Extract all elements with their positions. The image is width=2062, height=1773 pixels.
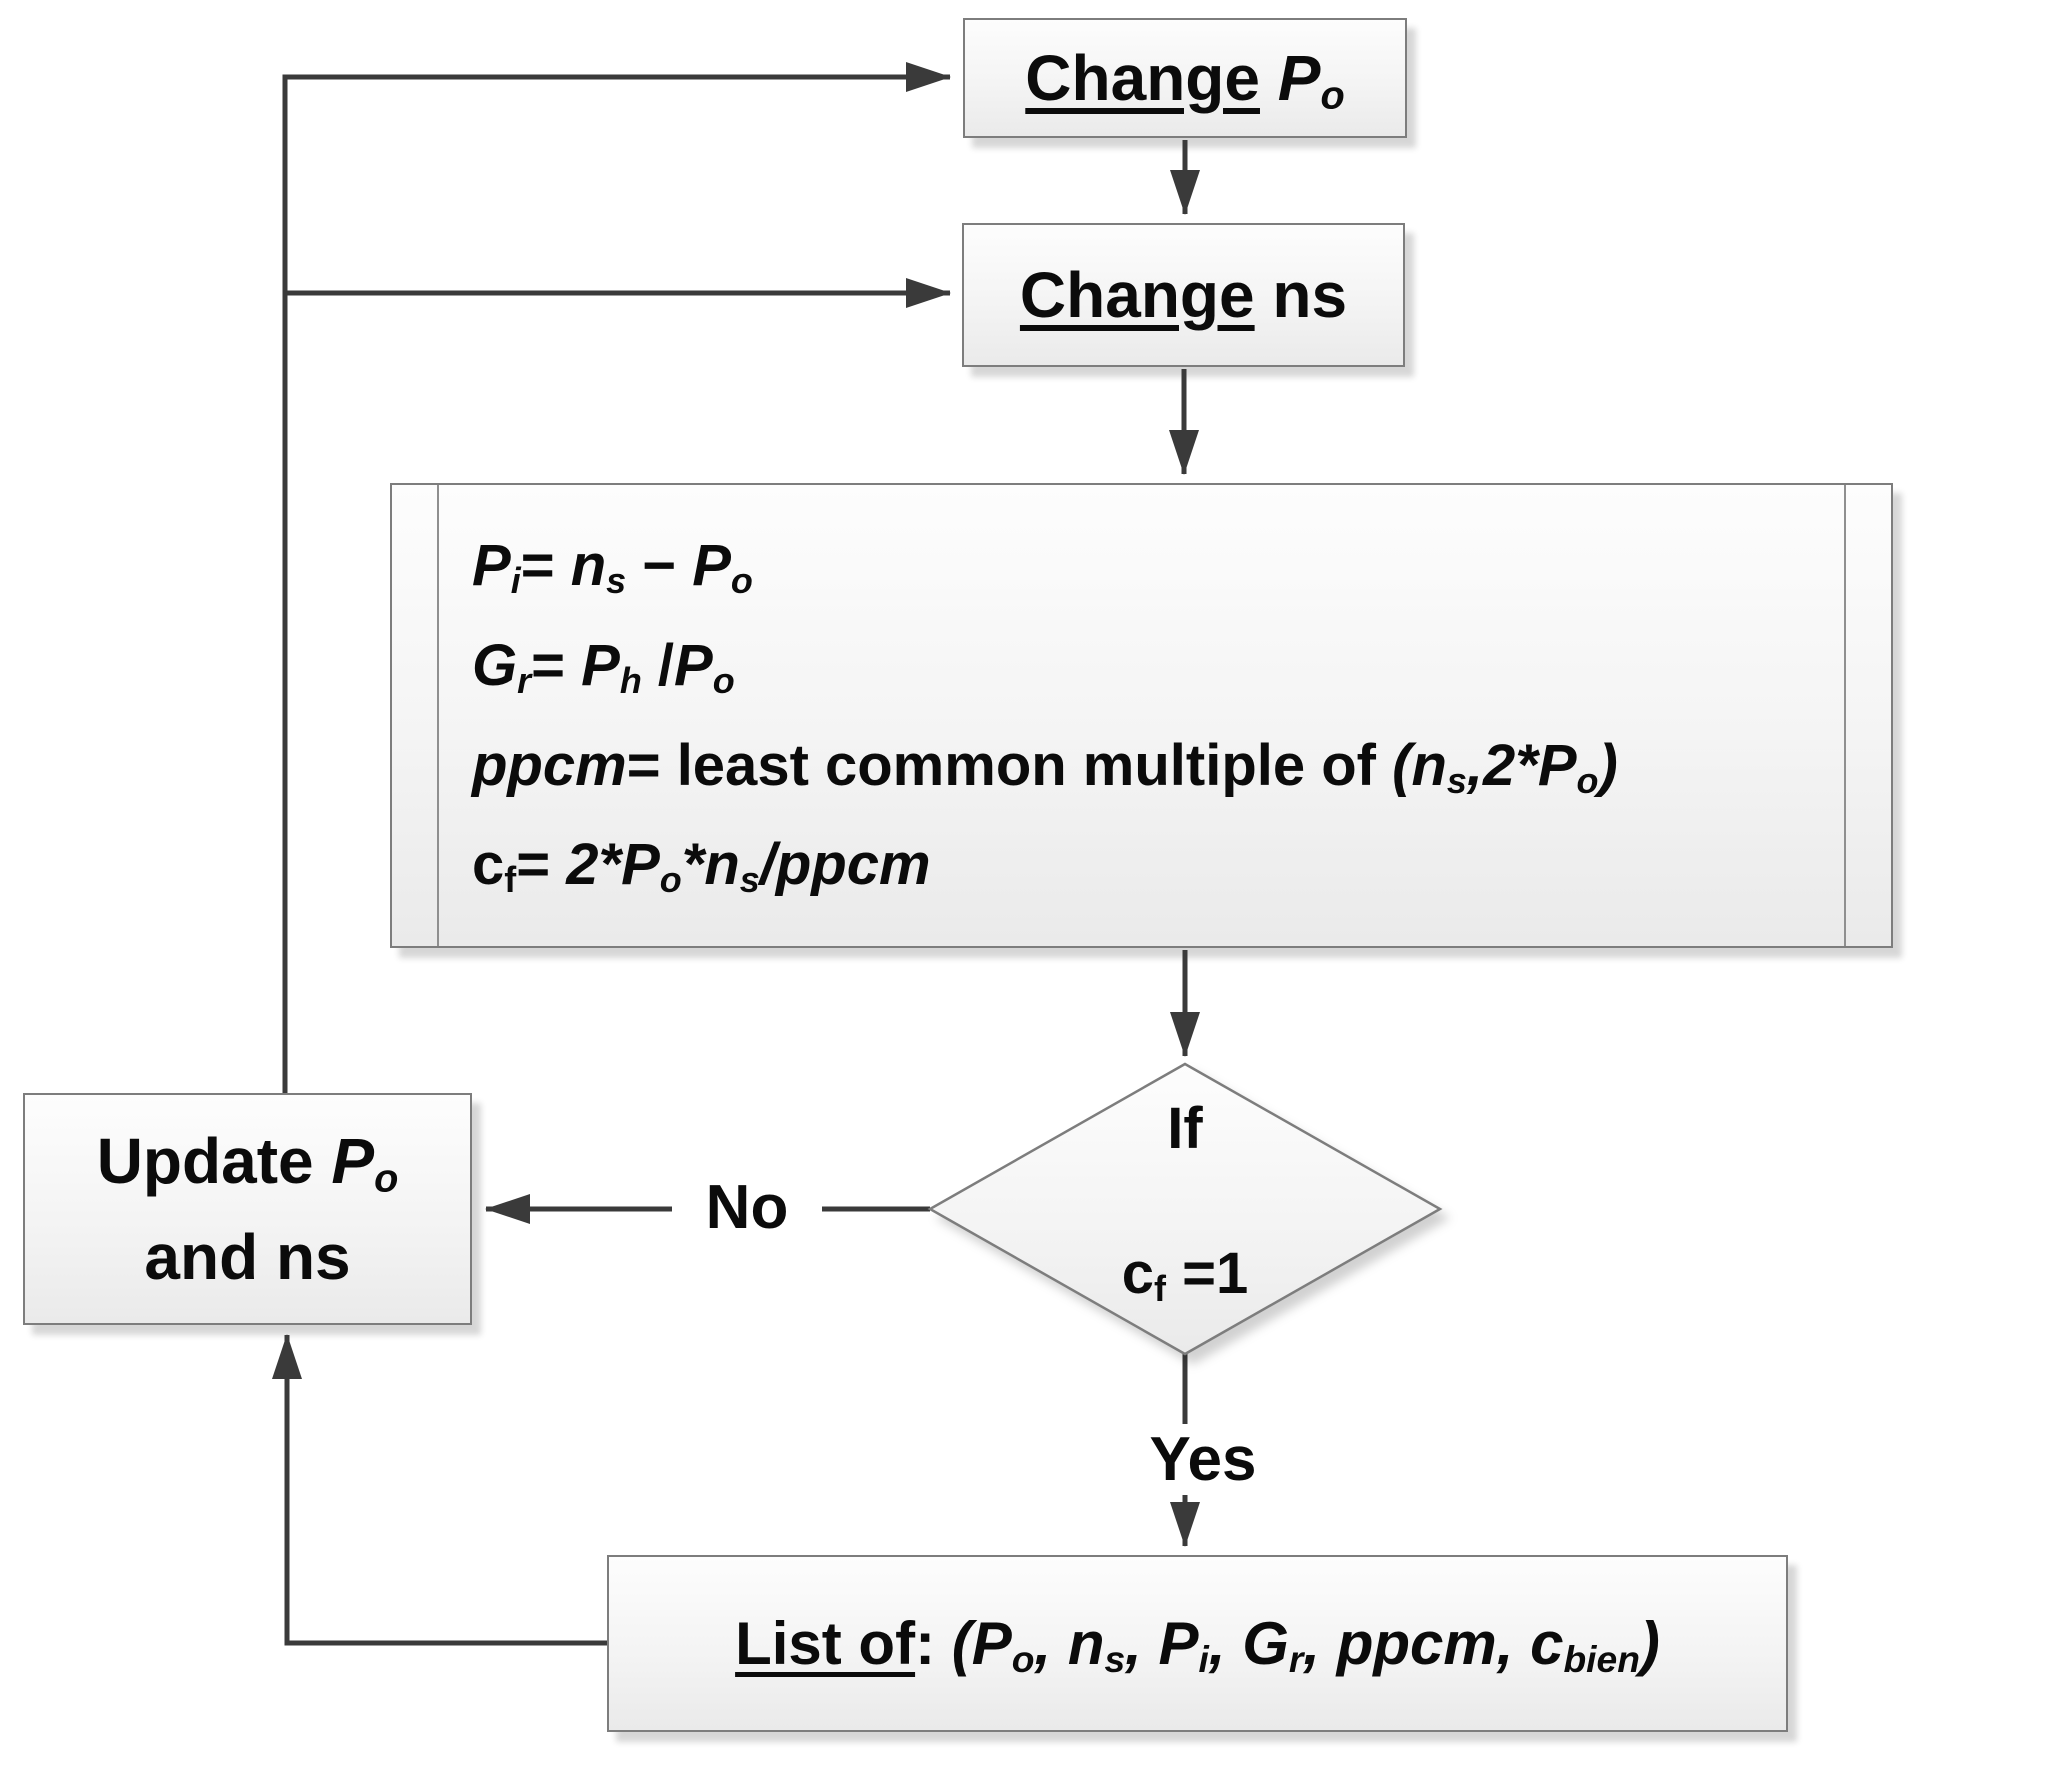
node-change-po-label: Change Po <box>1025 42 1345 118</box>
node-list-output: List of: (Po, ns, Pi, Gr, ppcm, cbien) <box>607 1555 1788 1732</box>
node-change-ns: Change ns <box>962 223 1405 367</box>
node-change-po: Change Po <box>963 18 1407 138</box>
node-change-ns-label: Change ns <box>1019 259 1348 331</box>
decision-title-label: If <box>1167 1096 1203 1161</box>
predefined-process-right-rail <box>1844 485 1846 946</box>
node-compute-formulas-text: Pi= ns − Po Gr= Ph /Po ppcm= least common … <box>392 516 1618 915</box>
process-formula-line: Gr= Ph /Po <box>472 632 735 701</box>
node-update-po-ns: Update Po and ns <box>23 1093 472 1325</box>
node-update-line1: Update Po <box>96 1125 399 1201</box>
decision-condition-label: cf =1 <box>1121 1241 1249 1309</box>
process-formula-line: cf= 2*Po*ns/ppcm <box>472 832 931 901</box>
predefined-process-left-rail <box>437 485 439 946</box>
node-list-output-label: List of: (Po, ns, Pi, Gr, ppcm, cbien) <box>735 1610 1660 1681</box>
branch-label-no: No <box>672 1172 822 1243</box>
branch-label-yes: Yes <box>1118 1424 1288 1495</box>
node-update-line2: and ns <box>144 1221 351 1293</box>
node-compute-formulas: Pi= ns − Po Gr= Ph /Po ppcm= least common … <box>390 483 1893 948</box>
process-formula-line: Pi= ns − Po <box>472 533 753 601</box>
connector-list-to-update <box>272 1334 607 1646</box>
process-formula-line: ppcm= least common multiple of (ns,2*Po) <box>472 732 1618 801</box>
